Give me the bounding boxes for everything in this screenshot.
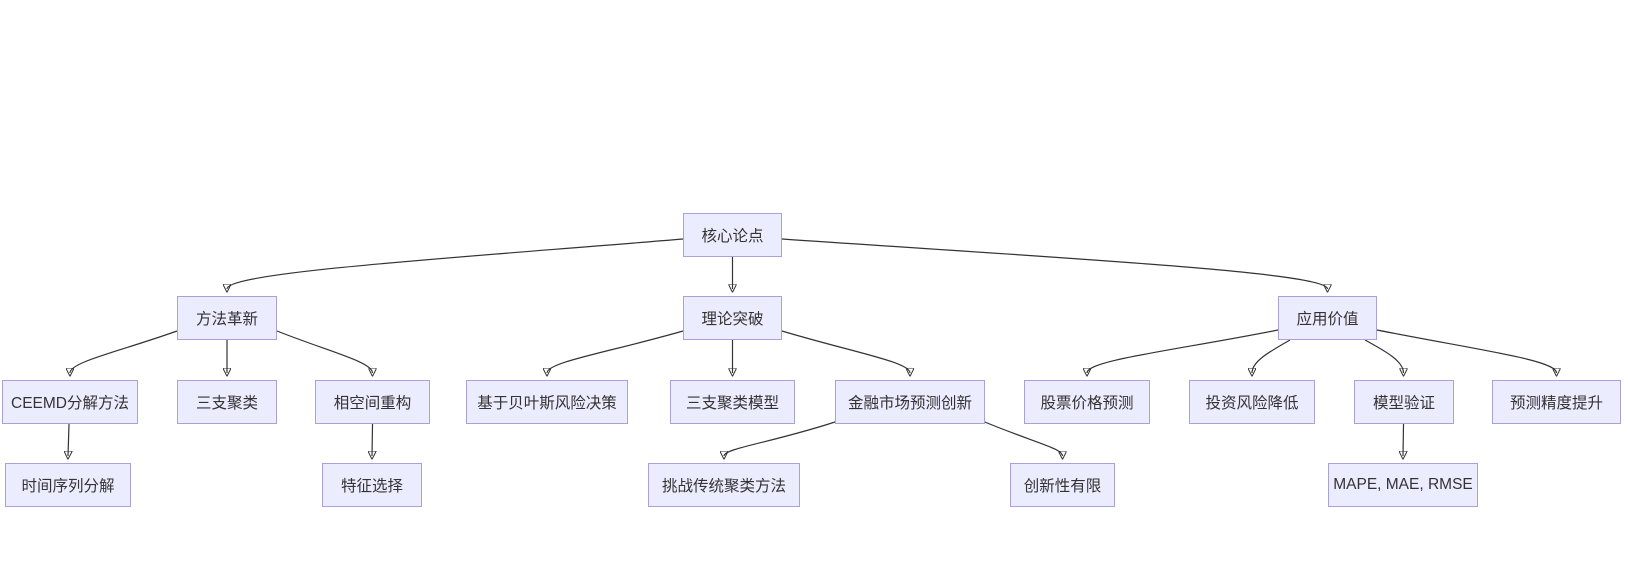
node-forecast-precision-improvement: 预测精度提升 — [1492, 380, 1621, 424]
node-three-way-clustering-model: 三支聚类模型 — [670, 380, 795, 424]
node-stock-price-prediction: 股票价格预测 — [1024, 380, 1150, 424]
edge-finnov-challenge — [724, 419, 842, 456]
edge-value-precision — [1376, 329, 1557, 373]
edge-value-risk — [1252, 339, 1291, 373]
edge-core-method — [227, 238, 684, 289]
node-bayesian-risk-decision: 基于贝叶斯风险决策 — [466, 380, 628, 424]
edge-theory-finnov — [781, 330, 910, 373]
edge-phase-feature — [372, 423, 373, 456]
edge-value-stock — [1087, 329, 1279, 373]
node-metrics-mape-mae-rmse: MAPE, MAE, RMSE — [1328, 463, 1478, 507]
edge-method-phase — [276, 330, 373, 373]
edge-core-value — [781, 238, 1328, 289]
node-time-series-decomposition: 时间序列分解 — [5, 463, 131, 507]
edge-value-valid — [1364, 339, 1404, 373]
node-three-way-clustering: 三支聚类 — [177, 380, 277, 424]
edge-valid-metrics — [1403, 423, 1404, 456]
edge-ceemd-tsdecomp — [68, 423, 69, 456]
node-limited-novelty: 创新性有限 — [1010, 463, 1115, 507]
node-ceemd-decomposition: CEEMD分解方法 — [2, 380, 138, 424]
node-method-innovation: 方法革新 — [177, 296, 277, 340]
node-challenge-traditional-clustering: 挑战传统聚类方法 — [648, 463, 800, 507]
node-application-value: 应用价值 — [1278, 296, 1377, 340]
node-theory-breakthrough: 理论突破 — [683, 296, 782, 340]
node-model-validation: 模型验证 — [1354, 380, 1454, 424]
node-investment-risk-reduction: 投资风险降低 — [1189, 380, 1315, 424]
edge-theory-bayes — [547, 330, 684, 373]
edge-finnov-limited — [979, 419, 1063, 456]
node-financial-forecast-innovation: 金融市场预测创新 — [835, 380, 985, 424]
node-core-argument: 核心论点 — [683, 213, 782, 257]
node-feature-selection: 特征选择 — [322, 463, 422, 507]
node-phase-space-reconstruction: 相空间重构 — [315, 380, 430, 424]
edge-method-ceemd — [70, 330, 178, 373]
